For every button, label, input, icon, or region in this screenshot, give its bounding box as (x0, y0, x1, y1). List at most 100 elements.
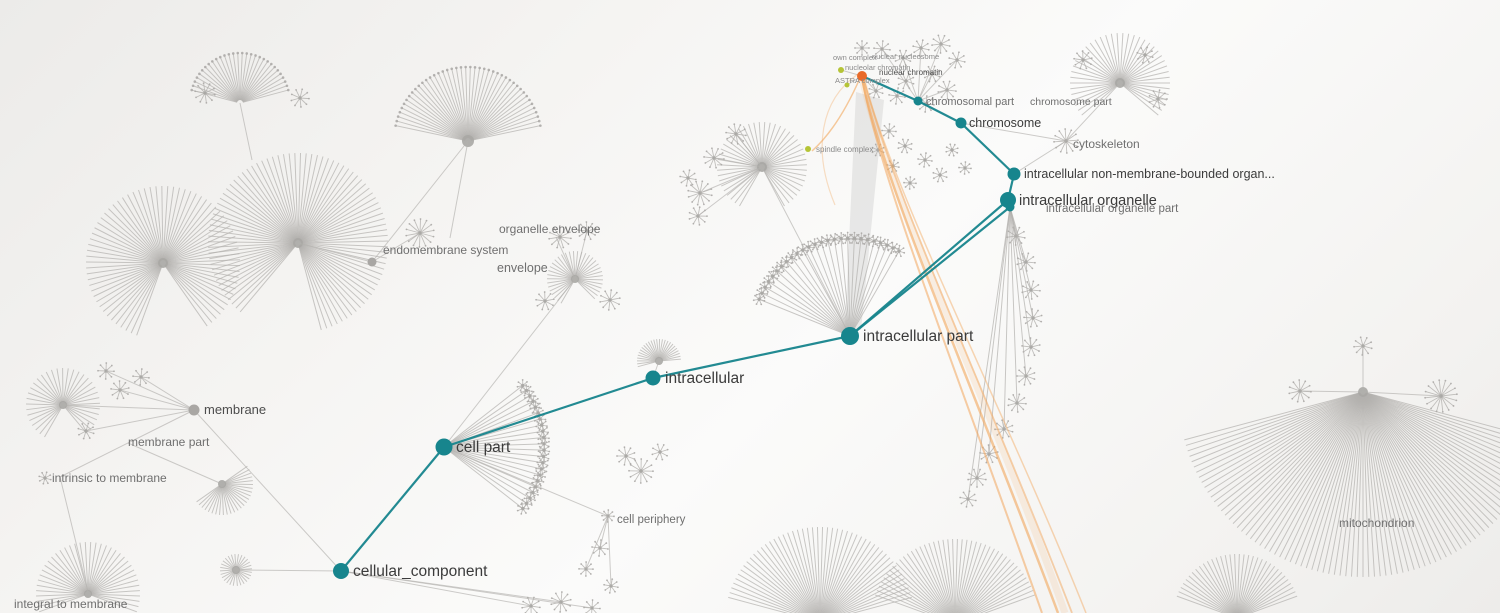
leaf-star (854, 40, 870, 56)
fan-cluster (728, 527, 912, 613)
graph-node-green_b[interactable] (844, 82, 850, 88)
graph-edge (239, 102, 253, 161)
fan-cluster (196, 465, 254, 515)
leaf-star (917, 152, 933, 168)
node-label: ASTRA complex (835, 76, 890, 85)
graph-edge (555, 236, 576, 280)
fan-cluster (546, 251, 604, 304)
highlight-path-edge (861, 74, 919, 103)
graph-node-intracellular_part[interactable] (841, 327, 859, 345)
fan-cluster (446, 379, 551, 515)
graph-node-membrane[interactable] (188, 404, 200, 416)
graph-edge (574, 230, 588, 280)
leaf-star (785, 251, 798, 264)
leaf-star (77, 422, 95, 440)
leaf-star (945, 143, 959, 157)
graph-edge (1299, 390, 1364, 393)
graph-node-non_membrane_organelle[interactable] (1007, 167, 1021, 181)
graph-edge (960, 122, 1067, 142)
orange-association-edge (863, 79, 1087, 613)
graph-edge (1009, 206, 1032, 291)
leaf-star (912, 39, 930, 57)
leaf-star (194, 82, 216, 104)
fan-cluster (874, 539, 1036, 613)
leaf-star (881, 123, 897, 139)
graph-node-spindle_complex[interactable] (805, 146, 811, 152)
graph-node-nucleosome[interactable] (857, 71, 867, 81)
node-label: chromosomal part (926, 96, 1014, 108)
fan-cluster (636, 338, 681, 368)
graph-edge (59, 476, 89, 593)
leaf-star (892, 244, 906, 258)
graph-edge (371, 140, 469, 263)
fan-cluster (85, 186, 240, 336)
fan-cluster (208, 153, 388, 331)
graph-edge (443, 278, 576, 448)
fan-cluster (190, 51, 290, 103)
highlight-path-edge (960, 122, 1015, 175)
graph-edge (699, 166, 763, 194)
graph-node-chromosomal_part[interactable] (913, 96, 923, 106)
leaf-star (1021, 280, 1041, 300)
leaf-star (897, 72, 915, 90)
graph-edge (697, 166, 763, 217)
highlight-path-edge (443, 376, 654, 449)
leaf-star (290, 88, 310, 108)
graph-node-cell_part[interactable] (435, 438, 453, 456)
leaf-star (591, 539, 609, 557)
graph-edge (340, 570, 593, 609)
node-label: membrane (204, 402, 266, 417)
highlight-path-edge (849, 199, 1009, 337)
leaf-star (529, 400, 542, 413)
node-label: intracellular organelle part (1046, 203, 1179, 215)
node-label: nuclear nucleosome (872, 52, 939, 61)
graph-node-green_a[interactable] (838, 67, 844, 73)
graph-edge (735, 133, 763, 168)
graph-edge (967, 206, 1011, 500)
leaf-star (1424, 379, 1458, 413)
graph-edge (127, 409, 195, 444)
graph-edge (1003, 206, 1011, 430)
graph-edge (127, 442, 223, 485)
graph-edge (85, 409, 195, 432)
graph-edge (917, 73, 933, 102)
node-label: organelle envelope (499, 222, 601, 236)
graph-edge (59, 442, 129, 478)
highlight-path-edge (849, 206, 1011, 337)
graph-node-endomembrane[interactable] (367, 257, 377, 267)
graph-node-intracellular[interactable] (645, 370, 661, 386)
gray-edge-layer (59, 43, 1442, 609)
graph-edge (761, 166, 851, 337)
graph-edge (443, 446, 609, 517)
leaf-star (616, 446, 636, 466)
graph-node-cellular_component[interactable] (333, 563, 349, 579)
fan-cluster-layer (25, 33, 1500, 613)
node-label: intracellular organelle (1019, 193, 1157, 209)
leaf-star (405, 218, 435, 248)
orange-association-edge (860, 77, 1060, 613)
leaf-star (958, 161, 972, 175)
node-label: own complex (833, 53, 877, 62)
graph-edge (917, 59, 958, 102)
leaf-star (841, 231, 854, 244)
graph-edge (340, 570, 532, 607)
leaf-star (110, 380, 130, 400)
leaf-star (651, 443, 669, 461)
graph-edge (1013, 140, 1067, 175)
graph-node-chromosome[interactable] (955, 117, 967, 129)
highlight-path-edge (652, 334, 851, 380)
fan-cluster (36, 542, 140, 613)
graph-edge (902, 57, 919, 102)
node-label: cytoskeleton (1073, 137, 1140, 151)
node-label: intrinsic to membrane (52, 471, 167, 485)
graph-edge (917, 43, 942, 102)
leaf-star (679, 169, 697, 187)
leaf-star (599, 289, 621, 311)
leaf-star (903, 176, 917, 190)
leaf-star (537, 431, 550, 444)
graph-node-organelle_part[interactable] (1005, 202, 1015, 212)
node-label: mitochondrion (1339, 516, 1414, 530)
